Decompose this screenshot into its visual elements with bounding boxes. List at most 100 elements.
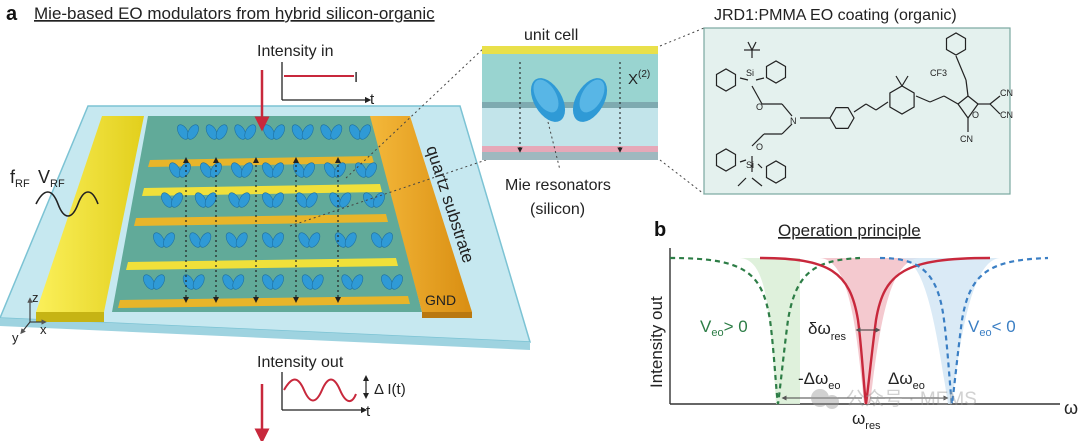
red-resonance-curve [759,256,991,405]
intensity-in-time: t [370,91,375,108]
bond [751,85,763,105]
mie-resonator [232,274,245,290]
intensity-in-label: Intensity in [257,43,333,60]
mie-resonator [303,162,315,178]
mie-resonator [194,192,207,208]
mie-resonator [262,232,274,248]
watermark: 公众号 · MEMS [811,388,977,410]
intensity-in-level-label: I [354,69,358,86]
panel-b-xlabel: ω [1064,398,1078,418]
mie-pointer [547,121,561,171]
mie-resonator [153,274,165,290]
mie-resonator [381,274,393,290]
mie-resonators-label: Mie resonators [505,177,611,194]
mie-resonator [177,124,189,140]
mie-resonator [262,192,274,208]
mie-resonator [163,232,175,248]
mie-resonator [298,232,311,248]
coating-title: JRD1:PMMA EO coating (organic) [714,7,957,24]
intensity-out-wave [283,378,357,402]
jrd1-molecule [715,32,1001,187]
axis-z-label: z [32,290,39,305]
bond [929,95,945,103]
mie-resonator [305,192,318,208]
green-resonance-curve [669,256,861,405]
mie-resonator [301,274,314,290]
mie-resonator [365,162,377,178]
benzene-ring [765,160,787,184]
mie-resonator [381,232,393,248]
mie-resonator [192,274,205,290]
mie-resonator-array [143,124,403,290]
bond [943,95,959,105]
mie-resonator [143,274,155,290]
mie-resonator [324,162,336,178]
mie-resonator [371,232,383,248]
bond [755,77,765,81]
coating-box [703,27,1011,195]
mie-resonator [234,124,247,140]
rf-voltage-label: VRF [38,167,65,190]
mie-resonator [391,274,403,290]
mie-resonator [222,274,235,290]
signal-electrode [36,116,144,322]
bond [757,163,763,169]
mie-resonator [199,232,212,248]
zoom-lines [289,27,705,227]
bond [915,95,931,103]
negative-shift-label: -Δωeo [798,369,841,392]
atom-label: Si [746,160,754,170]
ground-electrode [370,116,472,318]
bond [901,75,909,87]
mie-resonator [272,192,284,208]
mie-resonator [320,124,333,140]
chi2-label: X(2) [628,69,650,88]
field-arrows [183,157,341,303]
bond [965,79,969,97]
bond [853,103,867,113]
mie-resonator [215,124,228,140]
mie-resonator [189,232,202,248]
linewidth-label: δωres [808,319,847,343]
mie-resonator [373,192,385,208]
bond [747,41,753,51]
mie-resonator [330,124,343,140]
bond [737,177,747,187]
svg-text:公众号 · MEMS: 公众号 · MEMS [846,388,977,410]
mie-resonator [235,232,248,248]
coordinate-axes [20,297,47,335]
benzene-ring [765,60,787,84]
veo-negative-label: Veo< 0 [968,317,1016,339]
bond [751,177,763,187]
atom-label: CN [960,134,973,144]
bond [989,103,1001,115]
mie-resonator [238,192,251,208]
panel-b-title: Operation principle [778,221,921,240]
bond [957,103,969,119]
benzene-ring [715,68,737,92]
positive-shift-label: Δωeo [888,369,925,392]
mie-resonator [351,274,364,290]
panel-a-title: Mie-based EO modulators from hybrid sili… [34,4,435,23]
atom-label: CN [1000,110,1013,120]
mie-resonator [291,124,304,140]
mie-resonator [262,274,274,290]
rf-frequency-label: fRF [10,167,30,190]
mie-resonator [225,232,238,248]
mie-resonator [308,232,321,248]
unit-cell-label: unit cell [524,27,578,44]
intensity-out-time: t [366,403,371,420]
mie-resonator [311,274,324,290]
mie-resonators-material: (silicon) [530,201,585,218]
atom-label: Si [746,68,754,78]
gnd-label: GND [425,292,456,308]
bond [751,133,765,147]
intensity-out-axes [281,372,368,414]
bond [955,55,967,81]
bond [739,159,747,163]
delta-intensity-label: Δ I(t) [374,381,406,398]
benzene-ring [715,148,737,172]
bond [739,77,749,81]
